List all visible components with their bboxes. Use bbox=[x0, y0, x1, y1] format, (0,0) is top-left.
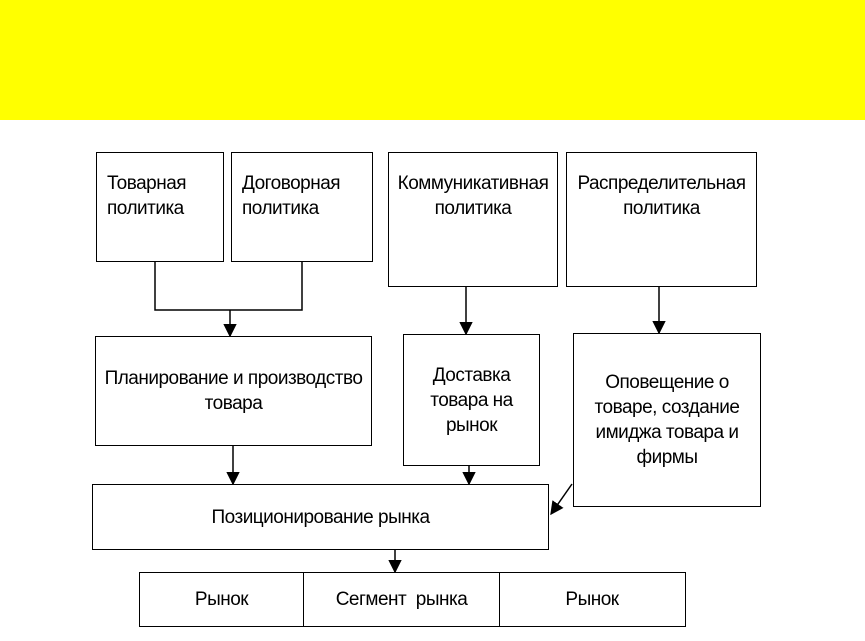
contract-policy-label: Договорная политика bbox=[242, 173, 341, 219]
planning-label: Планирование и производство товара bbox=[104, 368, 363, 414]
yellow-banner bbox=[0, 0, 865, 120]
communication-policy-label: Коммуникативная политика bbox=[397, 173, 549, 219]
market-cell-middle: Сегмент рынка bbox=[304, 573, 500, 626]
communication-policy-box: Коммуникативная политика bbox=[388, 152, 558, 287]
segment-label: Сегмент рынка bbox=[335, 589, 468, 610]
market-left-label: Рынок bbox=[194, 589, 249, 610]
market-row: Рынок Сегмент рынка Рынок bbox=[139, 572, 686, 627]
product-policy-label: Товарная политика bbox=[107, 173, 187, 219]
merge-connector bbox=[154, 262, 303, 311]
planning-box: Планирование и производство товара bbox=[95, 336, 372, 446]
product-policy-box: Товарная политика bbox=[96, 152, 224, 262]
market-right-label: Рынок bbox=[565, 589, 619, 610]
positioning-box: Позиционирование рынка bbox=[92, 484, 549, 550]
market-cell-right: Рынок bbox=[500, 573, 684, 626]
contract-policy-box: Договорная политика bbox=[231, 152, 373, 262]
positioning-label: Позиционирование рынка bbox=[211, 506, 430, 528]
delivery-label: Доставка товара на рынок bbox=[430, 364, 513, 436]
market-cell-left: Рынок bbox=[140, 573, 304, 626]
notification-label: Оповещение о товаре, создание имиджа тов… bbox=[594, 372, 740, 468]
distribution-policy-label: Распределительная политика bbox=[577, 173, 746, 219]
notification-box: Оповещение о товаре, создание имиджа тов… bbox=[573, 333, 761, 507]
distribution-policy-box: Распределительная политика bbox=[566, 152, 757, 287]
delivery-box: Доставка товара на рынок bbox=[403, 334, 540, 466]
arrow-notification-to-positioning bbox=[550, 483, 573, 516]
